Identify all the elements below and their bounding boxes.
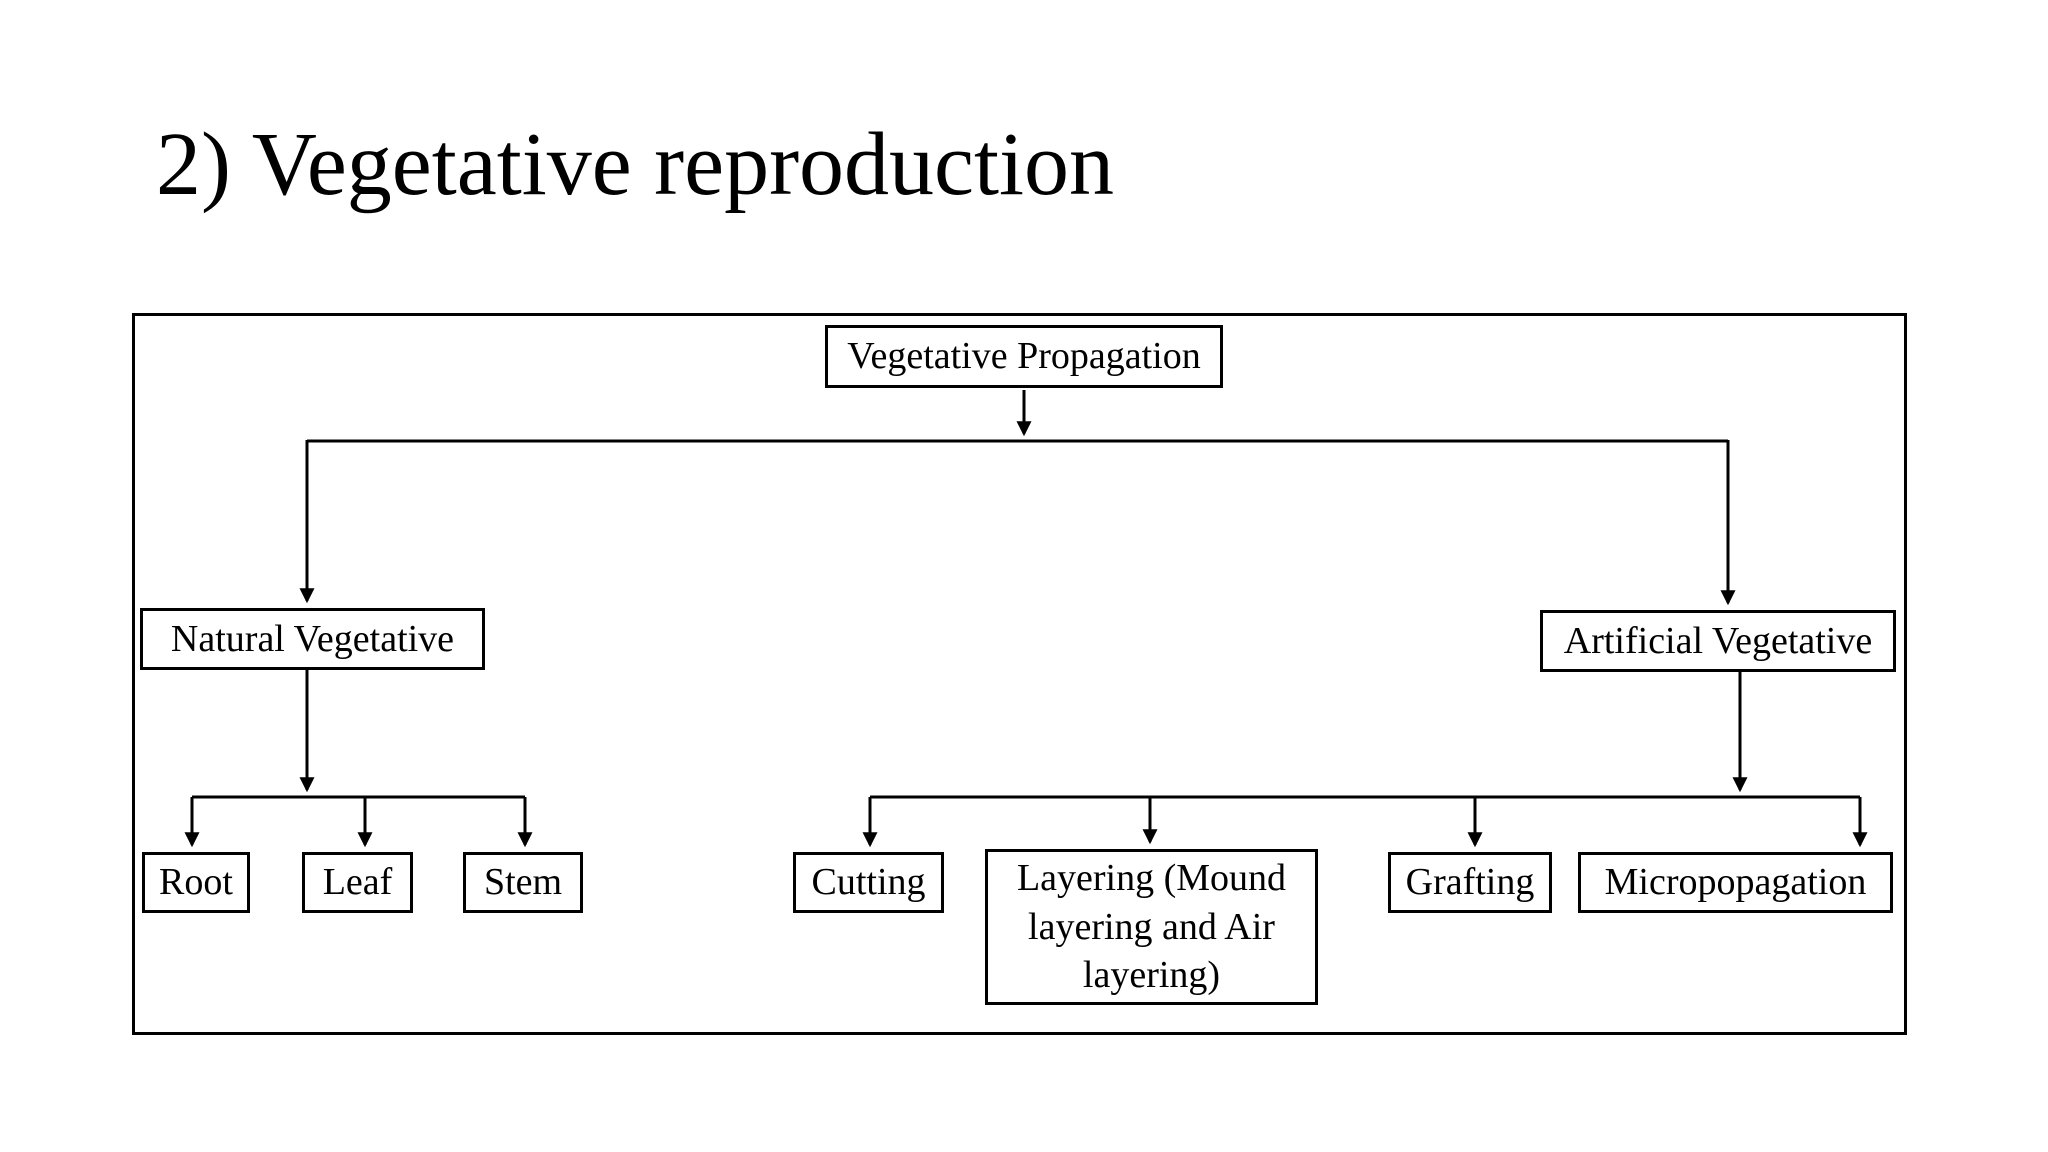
node-grafting: Grafting [1388,852,1552,913]
node-root: Root [142,852,250,913]
page-title: 2) Vegetative reproduction [156,115,1115,214]
node-stem: Stem [463,852,583,913]
node-vegetative-propagation: Vegetative Propagation [825,325,1223,388]
node-cutting: Cutting [793,852,944,913]
node-leaf: Leaf [302,852,413,913]
node-layering: Layering (Mound layering and Air layerin… [985,849,1318,1005]
node-micropropagation: Micropopagation [1578,852,1893,913]
diagram-frame [132,313,1907,1035]
node-artificial-vegetative: Artificial Vegetative [1540,610,1896,672]
node-natural-vegetative: Natural Vegetative [140,608,485,670]
